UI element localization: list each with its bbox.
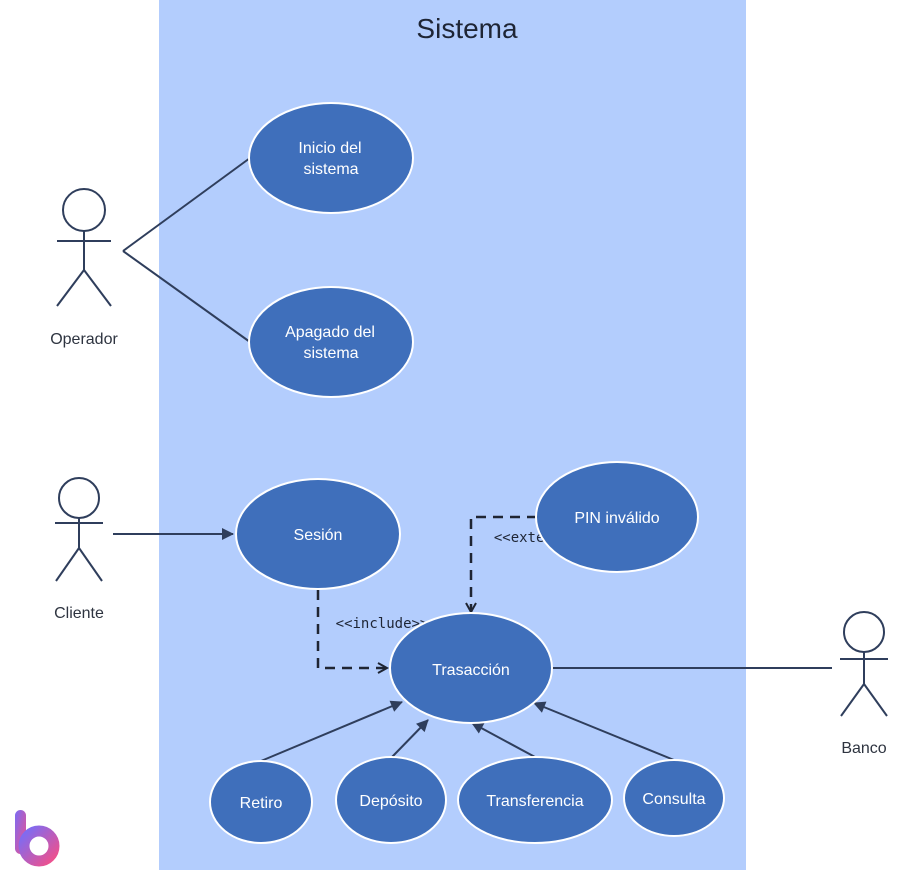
use-case-label-apagado-1: Apagado del [285, 324, 375, 341]
use-case-label-pin: PIN inválido [574, 510, 659, 527]
use-case-label-apagado-2: sistema [303, 345, 358, 362]
use-case-label-consulta: Consulta [642, 791, 705, 808]
include-arrow [316, 590, 387, 668]
use-case-trasaccion[interactable] [389, 612, 553, 724]
gen-retiro-transaccion [260, 700, 403, 762]
assoc-operador-inicio [122, 157, 251, 252]
actor-head-icon [62, 188, 106, 232]
include-label: <<include>> [336, 616, 429, 632]
gen-consulta-transaccion [533, 701, 675, 761]
extend-arrow [471, 515, 537, 612]
gen-transferencia-transaccion [471, 722, 536, 758]
assoc-operador-apagado [122, 250, 251, 343]
use-case-label-trasaccion: Trasacción [432, 662, 510, 679]
use-case-retiro[interactable] [209, 760, 313, 844]
actor-label-banco: Banco [841, 740, 886, 757]
system-title: Sistema [416, 13, 518, 44]
use-case-label-inicio-2: sistema [303, 161, 358, 178]
brand-b-logo-icon [15, 810, 60, 867]
use-case-deposito[interactable] [335, 756, 447, 844]
use-case-label-retiro: Retiro [240, 795, 283, 812]
use-case-inicio-del-sistema[interactable] [248, 102, 414, 214]
actor-head-icon [58, 477, 100, 519]
use-case-label-transferencia: Transferencia [486, 793, 583, 810]
use-case-sesion[interactable] [235, 478, 401, 590]
use-case-apagado-del-sistema[interactable] [248, 286, 414, 398]
use-case-label-inicio-1: Inicio del [298, 140, 361, 157]
actor-label-cliente: Cliente [54, 605, 104, 622]
use-case-transferencia[interactable] [457, 756, 613, 844]
use-case-consulta[interactable] [623, 759, 725, 837]
actor-label-operador: Operador [50, 331, 118, 348]
use-case-pin-invalido[interactable] [535, 461, 699, 573]
actor-cliente[interactable] [55, 477, 103, 582]
gen-deposito-transaccion [391, 719, 429, 758]
actor-head-icon [843, 611, 885, 653]
actor-operador[interactable] [56, 188, 112, 307]
system-boundary [159, 0, 746, 870]
actor-banco[interactable] [840, 611, 888, 717]
use-case-label-deposito: Depósito [359, 793, 422, 810]
use-case-label-sesion: Sesión [294, 527, 343, 544]
